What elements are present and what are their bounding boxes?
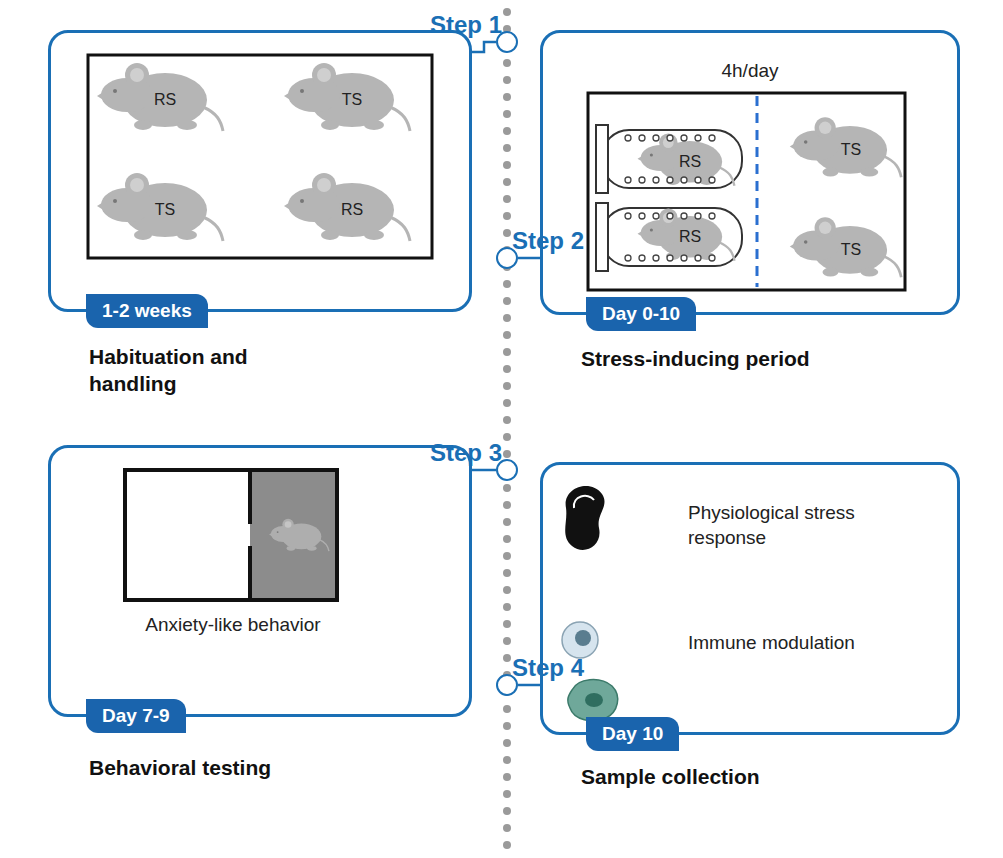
group-label: RS <box>679 153 701 171</box>
stage-caption: Stress-inducing period <box>581 345 810 372</box>
group-label: RS <box>679 228 701 246</box>
stage-caption: Habituation and handling <box>89 343 339 398</box>
duration-tag: Day 0-10 <box>586 297 696 331</box>
stage-panel: Habituation and handling1-2 weeks <box>48 30 472 312</box>
group-label: RS <box>341 201 363 219</box>
duration-tag: Day 10 <box>586 717 679 751</box>
step-connector <box>518 257 540 260</box>
duration-note: 4h/day <box>543 59 957 84</box>
step-marker: Step 1 <box>496 31 518 53</box>
measure-label: Immune modulation <box>688 631 933 656</box>
measure-label: Physiological stress response <box>688 501 933 550</box>
step-connector <box>472 42 496 52</box>
stage-panel: Physiological stress responseImmune modu… <box>540 462 960 735</box>
step-label: Step 2 <box>512 227 584 255</box>
stage-panel: Anxiety-like behaviorBehavioral testingD… <box>48 445 472 717</box>
step-marker: Step 3 <box>496 459 518 481</box>
group-label: TS <box>155 201 175 219</box>
duration-tag: 1-2 weeks <box>86 294 208 328</box>
step-marker: Step 2 <box>496 247 518 269</box>
tag-text: Day 7-9 <box>102 705 170 727</box>
stage-panel: 4h/dayStress-inducing periodDay 0-10 <box>540 30 960 315</box>
tag-text: Day 0-10 <box>602 303 680 325</box>
step-label: Step 4 <box>512 654 584 682</box>
step-label: Step 3 <box>430 439 502 467</box>
step-connector <box>518 684 540 687</box>
stage-caption: Behavioral testing <box>89 754 271 781</box>
duration-tag: Day 7-9 <box>86 699 186 733</box>
group-label: TS <box>841 241 861 259</box>
step-connector <box>472 469 496 472</box>
tag-text: Day 10 <box>602 723 663 745</box>
group-label: TS <box>841 141 861 159</box>
group-label: RS <box>154 91 176 109</box>
step-label: Step 1 <box>430 11 502 39</box>
test-label: Anxiety-like behavior <box>51 613 415 638</box>
group-label: TS <box>342 91 362 109</box>
step-marker: Step 4 <box>496 674 518 696</box>
tag-text: 1-2 weeks <box>102 300 192 322</box>
stage-caption: Sample collection <box>581 763 760 790</box>
